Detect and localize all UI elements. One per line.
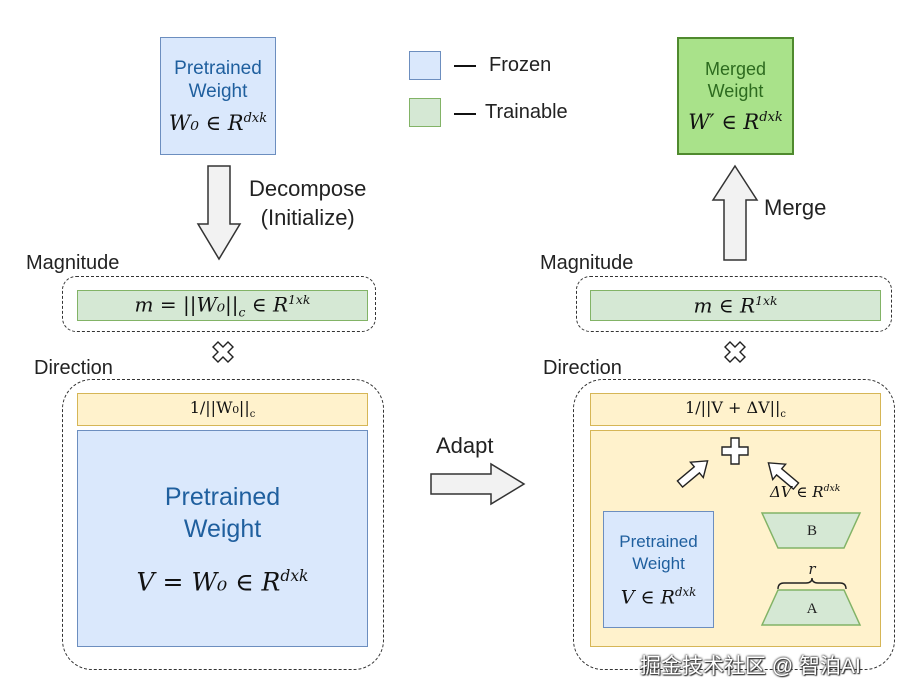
lora-b-label: B [806, 522, 817, 539]
left-magnitude-container [62, 276, 376, 332]
left-multiply-icon [212, 341, 234, 363]
left-magnitude-formula: m = ||W₀||c ∈ R1xk [134, 291, 311, 320]
left-norm-bar: 1/||W₀||c [77, 393, 368, 426]
right-magnitude-formula: m ∈ R1xk [693, 293, 778, 318]
left-magnitude-vector: m = ||W₀||c ∈ R1xk [77, 290, 368, 321]
right-direction-container [573, 379, 895, 670]
merge-up-arrow [711, 164, 759, 261]
right-diagonal-arrow [767, 462, 800, 491]
legend-frozen-label: Frozen [489, 54, 552, 76]
lora-a-matrix [760, 589, 862, 626]
pretrained-weight-direction: Pretrained Weight V = W₀ ∈ Rdxk [77, 430, 368, 647]
left-norm-formula: 1/||W₀||c [189, 398, 256, 421]
pretrained-weight-direction-formula: V = W₀ ∈ Rdxk [136, 566, 309, 597]
rank-r-label: r [808, 560, 816, 578]
pretrained-weight-small-formula: V ∈ Rdxk [620, 584, 697, 609]
legend-frozen-swatch [409, 51, 441, 80]
right-direction-label: Direction [543, 357, 622, 379]
left-diagonal-arrow [676, 460, 709, 489]
decompose-label: Decompose (Initialize) [249, 176, 367, 230]
legend-trainable-dash [454, 113, 476, 115]
adapt-label: Adapt [436, 433, 494, 458]
adapt-right-arrow [430, 462, 526, 506]
legend-frozen-dash [454, 65, 476, 67]
legend-trainable-label: Trainable [485, 101, 568, 123]
legend-trainable-swatch [409, 98, 441, 127]
merged-weight-title: Merged Weight [704, 59, 767, 101]
delta-v-formula: ΔV ∈ Rdxk [770, 483, 841, 501]
plus-icon [721, 437, 749, 465]
merged-weight: Merged Weight W′ ∈ Rdxk [677, 37, 794, 155]
decompose-down-arrow [196, 165, 242, 261]
pretrained-weight-top-title: Pretrained Weight [174, 58, 262, 102]
pretrained-weight-small-title: Pretrained Weight [619, 531, 698, 573]
pretrained-weight-direction-title: Pretrained Weight [164, 482, 281, 543]
left-magnitude-label: Magnitude [26, 252, 120, 274]
left-direction-label: Direction [34, 357, 113, 379]
merge-label: Merge [764, 195, 827, 220]
pretrained-weight-top: Pretrained Weight W₀ ∈ Rdxk [160, 37, 276, 155]
watermark: 掘金技术社区 @ 智泊AI [640, 655, 861, 678]
right-magnitude-vector: m ∈ R1xk [590, 290, 881, 321]
merged-weight-formula: W′ ∈ Rdxk [688, 110, 783, 134]
lora-a-label: A [806, 600, 818, 617]
rank-brace [777, 577, 847, 590]
right-norm-bar: 1/||V + ΔV||c [590, 393, 881, 426]
left-direction-container [62, 379, 384, 670]
right-magnitude-container [576, 276, 892, 332]
right-magnitude-label: Magnitude [540, 252, 634, 274]
pretrained-weight-small: Pretrained Weight V ∈ Rdxk [603, 511, 714, 628]
right-multiply-icon [724, 341, 746, 363]
lora-b-matrix [760, 512, 862, 549]
right-norm-formula: 1/||V + ΔV||c [685, 398, 786, 421]
pretrained-weight-top-formula: W₀ ∈ Rdxk [168, 111, 268, 135]
